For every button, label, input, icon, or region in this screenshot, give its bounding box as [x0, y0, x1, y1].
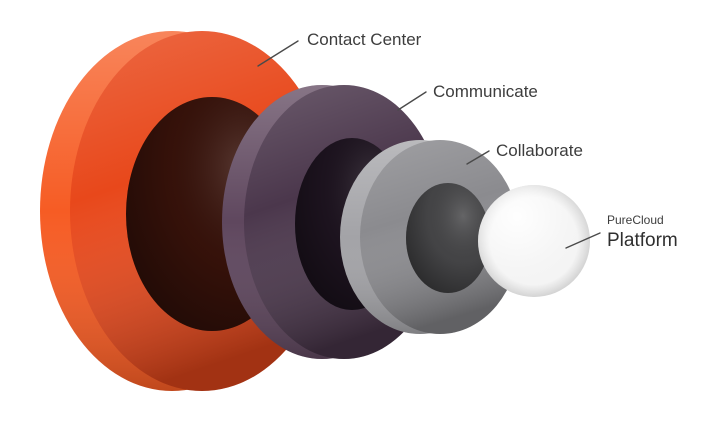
platform-label-small: PureCloud — [607, 213, 664, 227]
communicate-leader-line — [397, 91, 427, 111]
platform-sphere — [478, 185, 590, 297]
contact-center-leader-line — [257, 40, 299, 67]
ring-collaborate — [340, 140, 520, 334]
collaborate-hole-shading — [406, 183, 490, 293]
communicate-label: Communicate — [433, 82, 538, 101]
platform-leader-line — [565, 232, 601, 249]
platform-highlight — [478, 185, 590, 297]
collaborate-leader-line — [466, 150, 490, 165]
platform-label: Platform — [607, 230, 678, 251]
contact-center-label: Contact Center — [307, 30, 422, 49]
collaborate-label: Collaborate — [496, 141, 583, 160]
